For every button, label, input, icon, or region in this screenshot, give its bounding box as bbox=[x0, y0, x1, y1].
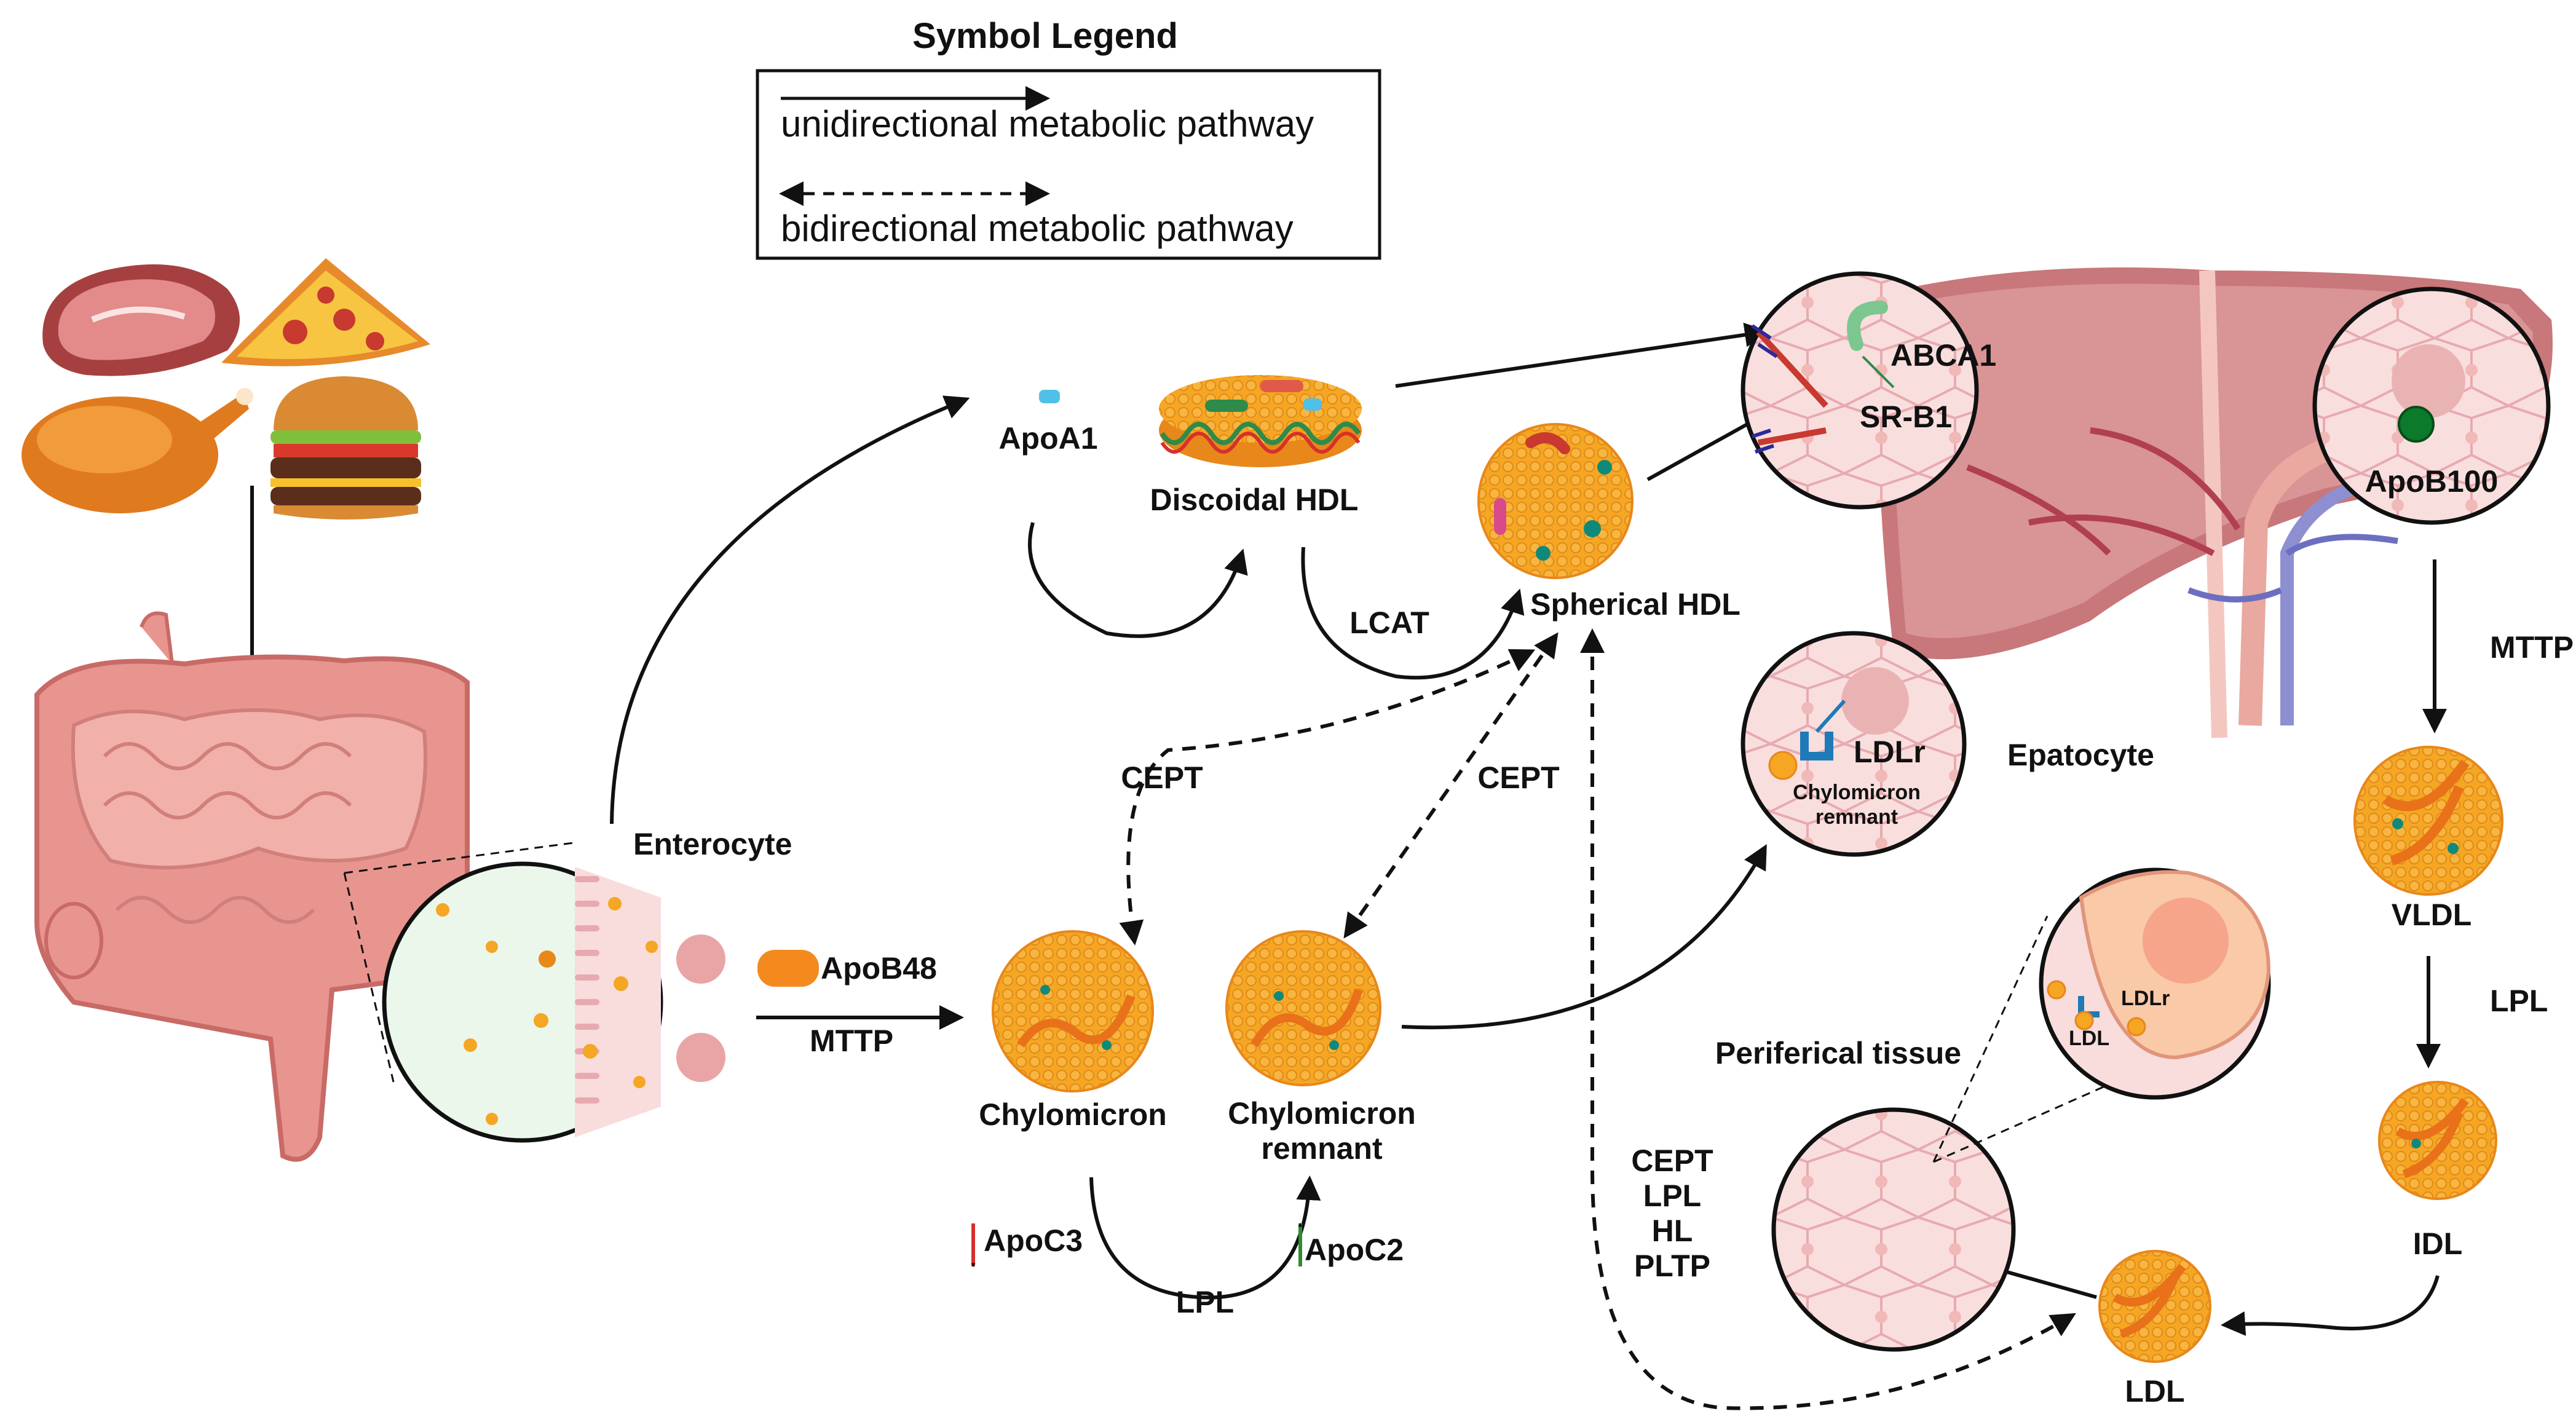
chicken-icon bbox=[22, 388, 253, 513]
discoidal-hdl-label: Discoidal HDL bbox=[1150, 483, 1359, 517]
remnant-to-liver-arrow bbox=[1401, 843, 1767, 1030]
tissue-zoom-line-1 bbox=[1932, 915, 2049, 1163]
vldl-label: VLDL bbox=[2392, 898, 2472, 932]
legend-title: Symbol Legend bbox=[912, 16, 1178, 56]
idl-label: IDL bbox=[2413, 1226, 2463, 1261]
chylo-remnant-small-line2: remnant bbox=[1815, 805, 1898, 829]
chylomicron-icon bbox=[992, 930, 1154, 1092]
legend-box bbox=[756, 69, 1381, 260]
apoc2-label: ApoC2 bbox=[1305, 1233, 1404, 1267]
cept-left-label: CEPT bbox=[1121, 760, 1203, 795]
enterocyte-circle bbox=[382, 861, 725, 1143]
lpl-chylo-label: LPL bbox=[1176, 1285, 1234, 1319]
epatocyte-label: Epatocyte bbox=[2007, 738, 2154, 772]
symbol-legend: Symbol Legend unidirectional metabolic p… bbox=[756, 16, 1381, 260]
enzyme-2: LPL bbox=[1643, 1179, 1701, 1213]
enterocyte-zoom-line bbox=[344, 841, 579, 874]
enzyme-1: CEPT bbox=[1631, 1144, 1713, 1178]
abca1-label: ABCA1 bbox=[1891, 338, 1996, 373]
chylomicron-remnant-label-line2: remnant bbox=[1261, 1131, 1383, 1166]
ldlr-tissue-label: LDLr bbox=[2121, 987, 2170, 1010]
lcat-label: LCAT bbox=[1349, 606, 1429, 640]
spherical-hdl-label: Spherical HDL bbox=[1530, 587, 1740, 622]
liver-receptor-circle bbox=[1740, 271, 1979, 510]
intestine bbox=[34, 611, 470, 1162]
steak-icon bbox=[42, 264, 240, 376]
periferical-tissue-label: Periferical tissue bbox=[1715, 1036, 1961, 1070]
enterocyte-zoom-line-2 bbox=[343, 872, 395, 1083]
chylomicron-remnant-label-line1: Chylomicron bbox=[1228, 1096, 1416, 1131]
ldl-icon bbox=[2098, 1250, 2211, 1363]
legend-bidirectional-label: bidirectional metabolic pathway bbox=[781, 208, 1294, 249]
hdl-ldl-dashed-arrow bbox=[1580, 628, 2076, 1410]
peripheral-tissue-circle bbox=[1771, 1107, 2016, 1352]
cept-left-dashed-arrow bbox=[1119, 649, 1536, 946]
srb1-label: SR-B1 bbox=[1860, 400, 1952, 434]
cept-right-label: CEPT bbox=[1477, 760, 1559, 795]
enzyme-4: PLTP bbox=[1634, 1249, 1710, 1283]
apob100-label: ApoB100 bbox=[2365, 464, 2499, 499]
legend-unidirectional-label: unidirectional metabolic pathway bbox=[781, 103, 1314, 144]
pizza-icon bbox=[221, 258, 430, 366]
ldl-small-label: LDL bbox=[2069, 1027, 2109, 1050]
mttp-intestine-label: MTTP bbox=[810, 1024, 893, 1058]
food-icons bbox=[22, 258, 430, 519]
apoc3-label: ApoC3 bbox=[984, 1223, 1083, 1258]
apob100-circle bbox=[2312, 286, 2551, 525]
chylo-to-remnant-arrow bbox=[1089, 1175, 1321, 1300]
discoidal-hdl-icon bbox=[1159, 375, 1362, 467]
apob48-icon bbox=[757, 950, 819, 987]
chylomicron-label: Chylomicron bbox=[979, 1097, 1167, 1132]
apob48-label: ApoB48 bbox=[821, 951, 937, 986]
spherical-hdl-icon bbox=[1477, 423, 1634, 579]
chylomicron-remnant-icon bbox=[1225, 930, 1381, 1086]
mttp-liver-label: MTTP bbox=[2490, 630, 2574, 665]
tissue-ldlr-circle bbox=[2039, 867, 2271, 1100]
discoidal-to-liver-arrow bbox=[1395, 322, 1769, 388]
chylo-remnant-small-line1: Chylomicron bbox=[1793, 781, 1921, 804]
enterocyte-to-apoa1-arrow bbox=[610, 395, 970, 824]
apoa1-to-discoidal-arrow bbox=[1028, 522, 1248, 638]
ldlr-liver-label: LDLr bbox=[1854, 735, 1926, 769]
ldl-label: LDL bbox=[2125, 1374, 2184, 1408]
enzyme-3: HL bbox=[1652, 1214, 1693, 1248]
enterocyte-label: Enterocyte bbox=[633, 827, 792, 861]
apoa1-icon bbox=[1039, 390, 1060, 403]
apoa1-label: ApoA1 bbox=[998, 421, 1097, 456]
lpl-vldl-label: LPL bbox=[2490, 984, 2548, 1018]
burger-icon bbox=[271, 376, 421, 519]
idl-icon bbox=[2378, 1081, 2497, 1200]
idl-to-ldl-arrow bbox=[2221, 1275, 2440, 1336]
vldl-icon bbox=[2353, 746, 2503, 896]
